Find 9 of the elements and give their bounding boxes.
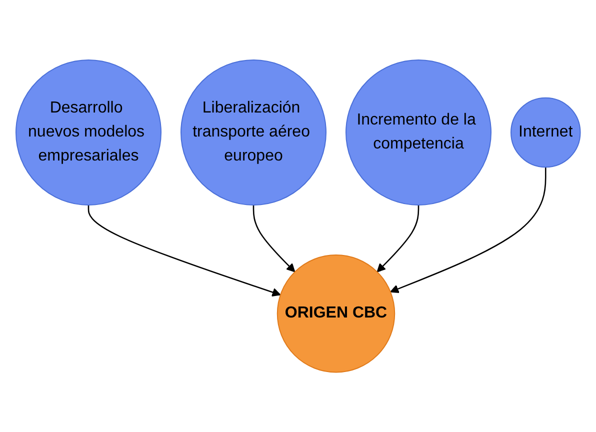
node-circle: Liberalización transporte aéreo europeo (180, 59, 326, 206)
node-circle: ORIGEN CBC (276, 254, 395, 373)
arrow (252, 204, 296, 272)
node-circle: Internet (510, 97, 581, 168)
node-circle: Desarrollo nuevos modelos empresariales (15, 59, 162, 206)
arrow (376, 204, 419, 272)
node-circle: Incremento de la competencia (345, 59, 492, 206)
arrow (390, 167, 546, 293)
arrow (88, 204, 281, 296)
